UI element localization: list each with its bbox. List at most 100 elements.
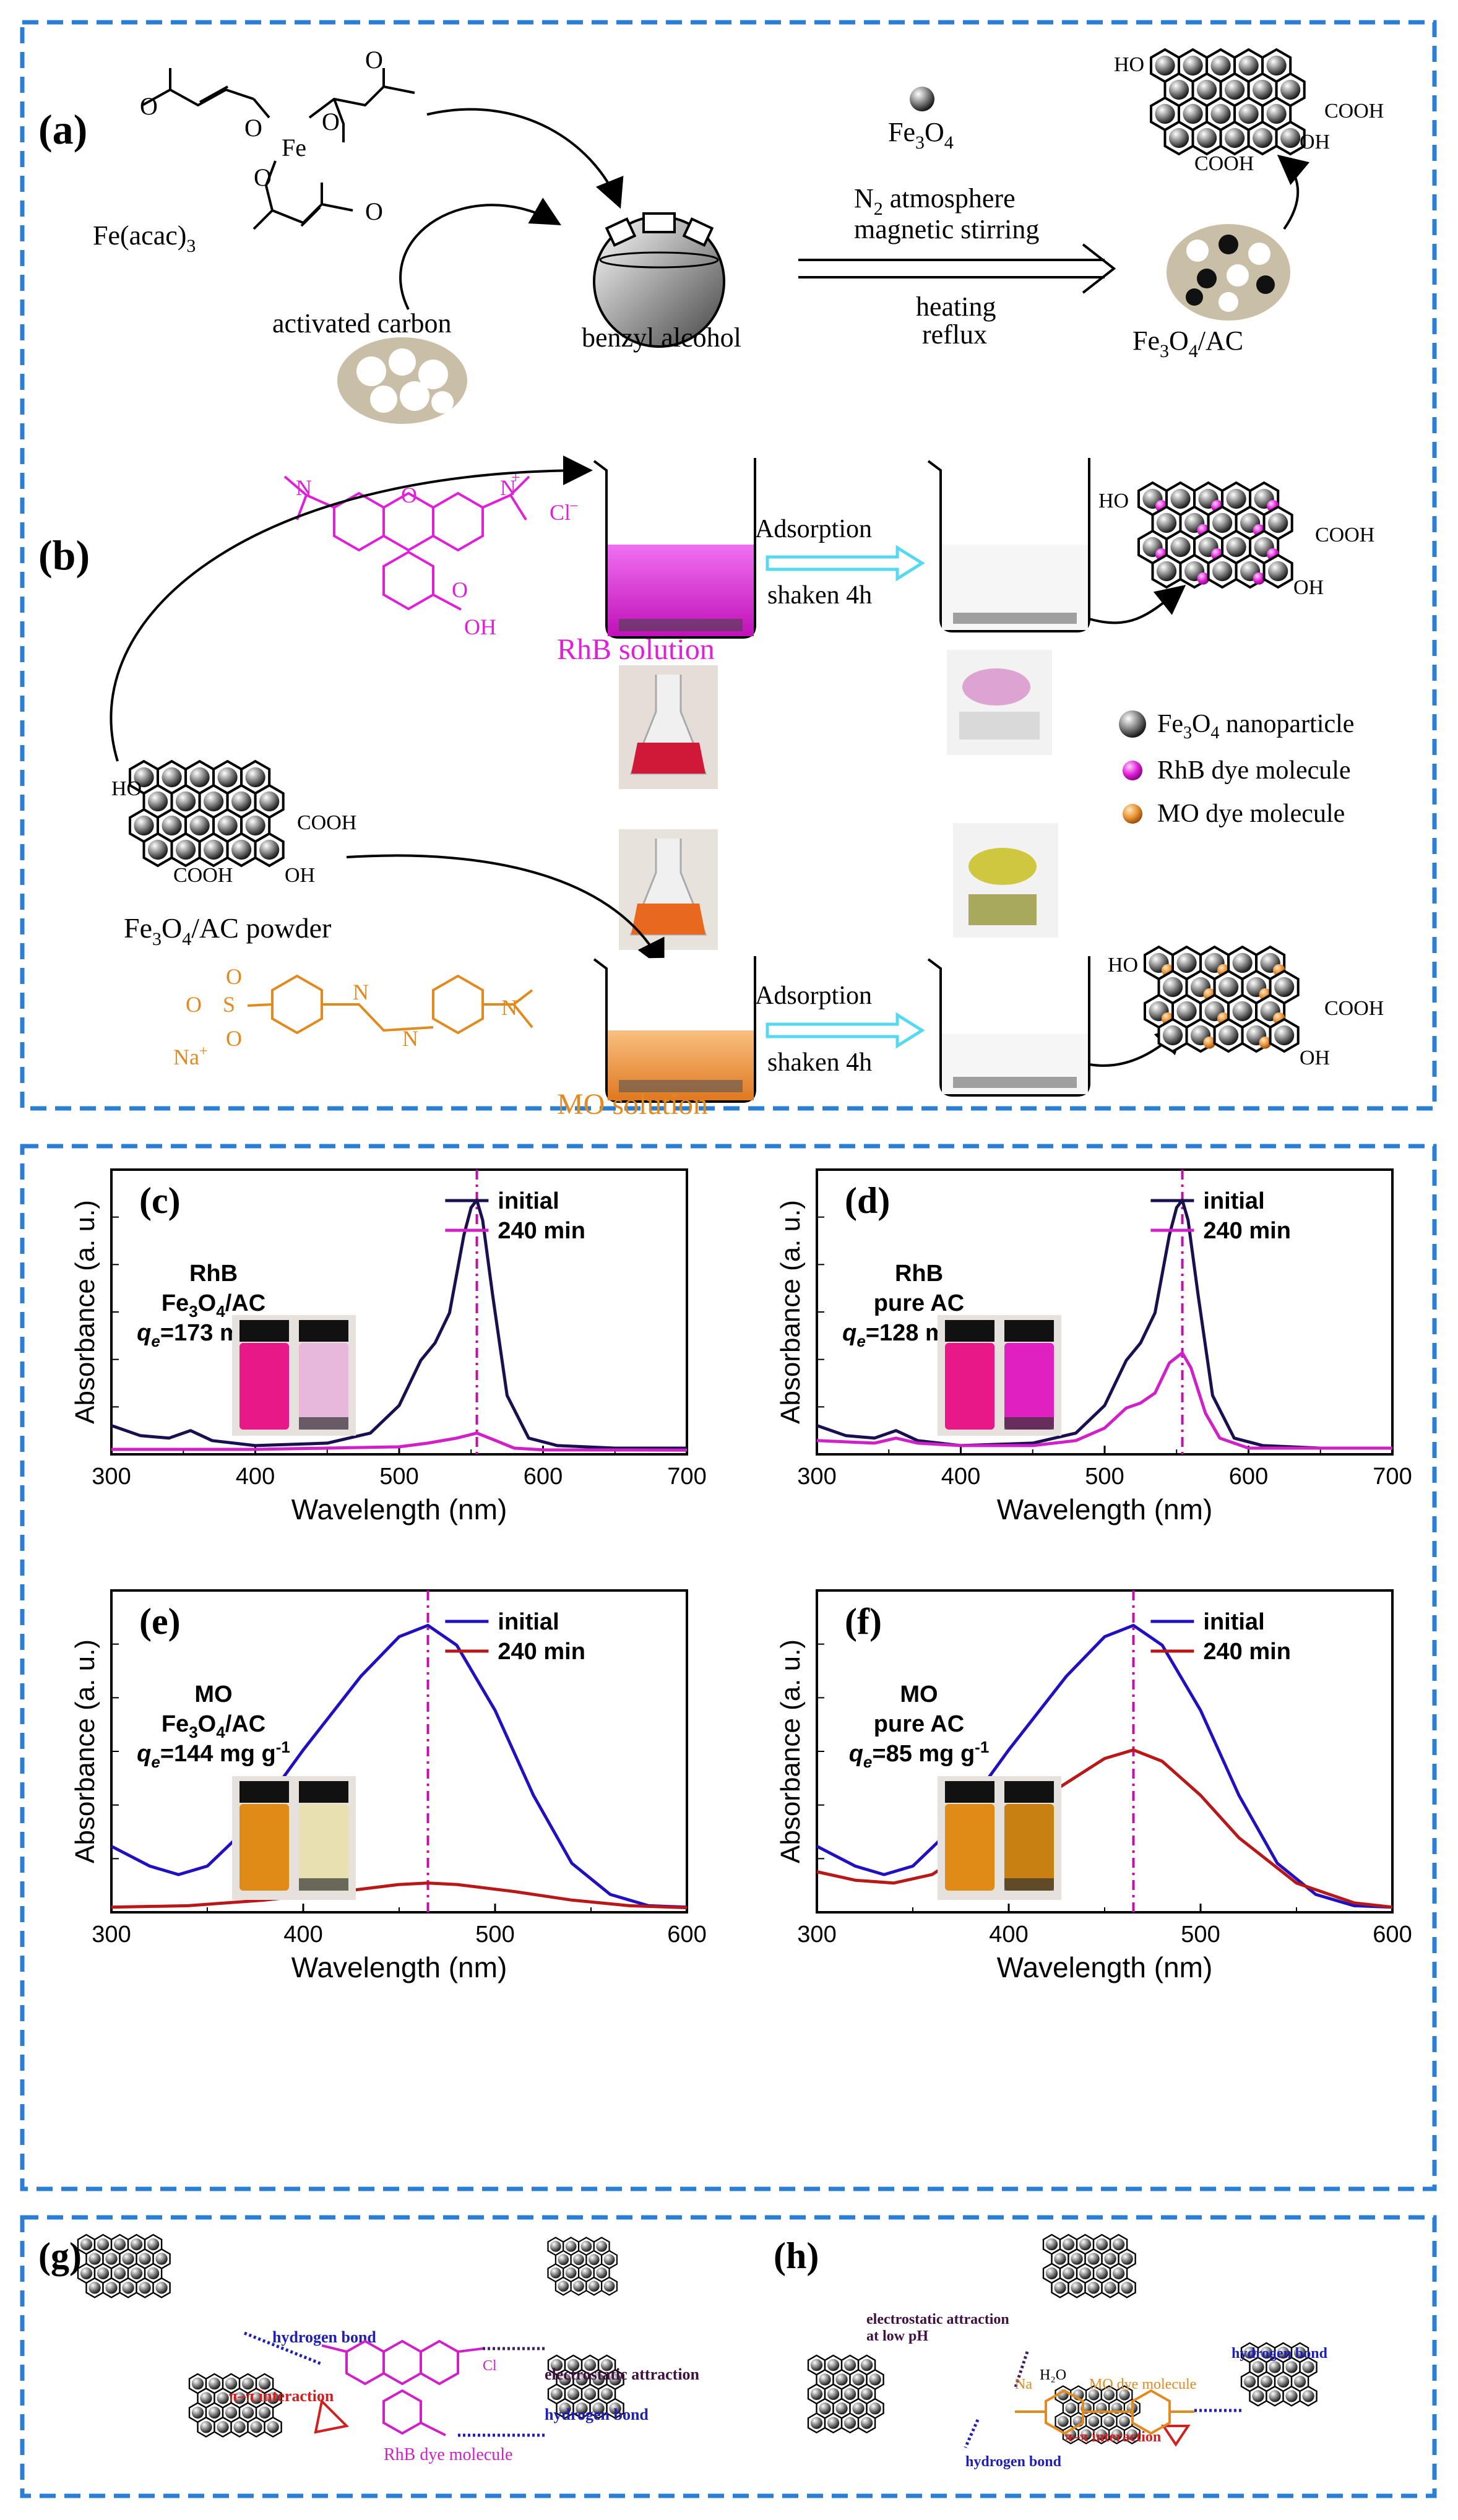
g-hbond-1: hydrogen bond [272,2328,376,2346]
fe3o4-nanoparticle [191,2377,204,2390]
fe3o4-nanoparticle [208,2377,221,2390]
fe3o4-nanoparticle [233,2392,246,2404]
fe3o4-nanoparticle [1226,488,1246,509]
fe-acac-label: Fe(acac)3 [93,220,196,256]
arrow-powder-to-rhb [110,455,593,762]
panel-a-label: (a) [38,106,87,153]
fe3o4-nanoparticle [573,2281,584,2292]
fe3o4-nanoparticle [603,2281,615,2292]
cooh-label-a: COOH [1324,100,1384,123]
vial-photo [938,1776,1061,1900]
fe3o4-nanoparticle [1302,2361,1314,2373]
x-tick-label: 700 [1373,1464,1412,1490]
series-line-240min [111,1881,688,1910]
fe3o4-ac-particle-icon [1167,224,1290,321]
legend-label: 240 min [498,1639,585,1665]
legend-mo-icon [1123,804,1142,824]
fe3o4-nanoparticle [1196,127,1217,149]
fe3o4-nanoparticle [231,839,252,860]
svg-text:N: N [353,980,369,1004]
chart-panel-label: (e) [139,1601,181,1642]
chart-panel-label: (f) [845,1601,882,1642]
graphene-sheet-powder [129,759,285,868]
x-tick-label: 500 [1181,1922,1220,1948]
fe3o4-nanoparticle [1285,2361,1298,2373]
annotation-adsorbent: Fe3O4/AC [162,1711,265,1741]
fe3o4-nanoparticle [1119,2389,1130,2401]
fe3o4-nanoparticle [810,2358,823,2371]
fe3o4-nanoparticle [88,2253,101,2265]
h-mo-label: MO dye molecule [1089,2376,1196,2393]
fe3o4-nanoparticle [122,2253,134,2265]
fe3o4-nanoparticle [1243,2346,1256,2359]
fe3o4-nanoparticle [567,2388,580,2401]
legend-label: initial [1203,1188,1264,1214]
fe3o4-nanoparticle [860,2358,873,2371]
arrow-ac-to-flask [399,197,561,310]
fe3o4-nanoparticle [258,2377,271,2390]
fe3o4-nanoparticle [1293,2375,1306,2388]
graphene-sheet-a [1150,48,1306,156]
annotation-adsorbent: Fe3O4/AC [162,1290,265,1321]
legend-fe3o4-text: Fe3O4 nanoparticle [1157,710,1354,743]
fe3o4-nanoparticle [203,839,224,860]
h-hbond-2: hydrogen bond [965,2454,1062,2470]
fe3o4-nanoparticle [558,2281,569,2292]
fe3o4-nanoparticle [1071,2253,1083,2265]
fe3o4-nanoparticle [1243,2375,1256,2388]
fe3o4-nanoparticle [208,2406,221,2419]
fe3o4-nanoparticle [225,2406,238,2419]
oh-label-a: OH [1300,131,1330,153]
fe3o4-nanoparticle [819,2402,831,2415]
legend-label: 240 min [1203,1218,1291,1244]
svg-text:O: O [322,108,340,136]
fe3o4-nanoparticle [217,2421,229,2433]
fe3o4-nanoparticle [147,2267,160,2280]
beaker-mo [593,956,756,1103]
fe3o4-nanoparticle [1054,2282,1066,2294]
fe3o4-nanoparticle [1103,2389,1115,2401]
graphene-h4 [1240,2342,1318,2407]
fe3o4-nanoparticle [250,2392,262,2404]
rhb-structure [283,475,530,611]
fe3o4-nanoparticle [550,2388,563,2401]
fe3o4-nanoparticle [600,2388,613,2401]
fe3o4-nanoparticle [1087,2253,1100,2265]
fe3o4-label: Fe3O4 [888,117,954,153]
fe3o4-nanoparticle [819,2373,831,2386]
chart-panel-label: (c) [139,1180,181,1221]
beaker-rhb [593,458,756,639]
legend-rhb-icon [1123,761,1142,780]
fe3o4-nanoparticle [1260,2346,1273,2359]
fe3o4-nanoparticle [588,2254,600,2266]
fe3o4-nanoparticle [588,2281,600,2292]
mo-dye-dot [1203,1036,1216,1049]
fe3o4-nanoparticle [189,767,210,788]
fe3o4-nanoparticle [1266,55,1287,76]
fe3o4-nanoparticle [1212,512,1233,533]
fe3o4-nanoparticle [80,2238,93,2251]
rhb-atoms: N O N + Cl − OH O [296,468,579,639]
fe3o4-nanoparticle [1269,2361,1281,2373]
x-tick-label: 400 [283,1922,322,1948]
powder-label: Fe3O4/AC powder [124,912,331,949]
condition-n2: N2 atmosphere [854,183,1016,219]
fe3o4-nanoparticle [843,2388,856,2401]
fe3o4-nanoparticle [835,2373,848,2386]
legend-label: initial [498,1609,559,1635]
fe3o4-nanoparticle [175,839,196,860]
y-axis-label: Absorbance (a. u.) [70,1639,100,1863]
rhb-solution-label: RhB solution [557,633,715,666]
g-rhb-molecule [321,2339,483,2436]
cooh-label-mo: COOH [1324,997,1384,1020]
fe3o4-nanoparticle [810,2417,823,2429]
reaction-double-arrow [798,243,1116,294]
photo-rhb-after [947,650,1052,755]
legend-rhb-text: RhB dye molecule [1157,756,1351,785]
g-pipi: π–π interaction [229,2387,334,2405]
fe3o4-nanoparticle [852,2402,865,2415]
x-tick-label: 600 [1229,1464,1268,1490]
flask-label: benzyl alcohol [582,322,741,353]
